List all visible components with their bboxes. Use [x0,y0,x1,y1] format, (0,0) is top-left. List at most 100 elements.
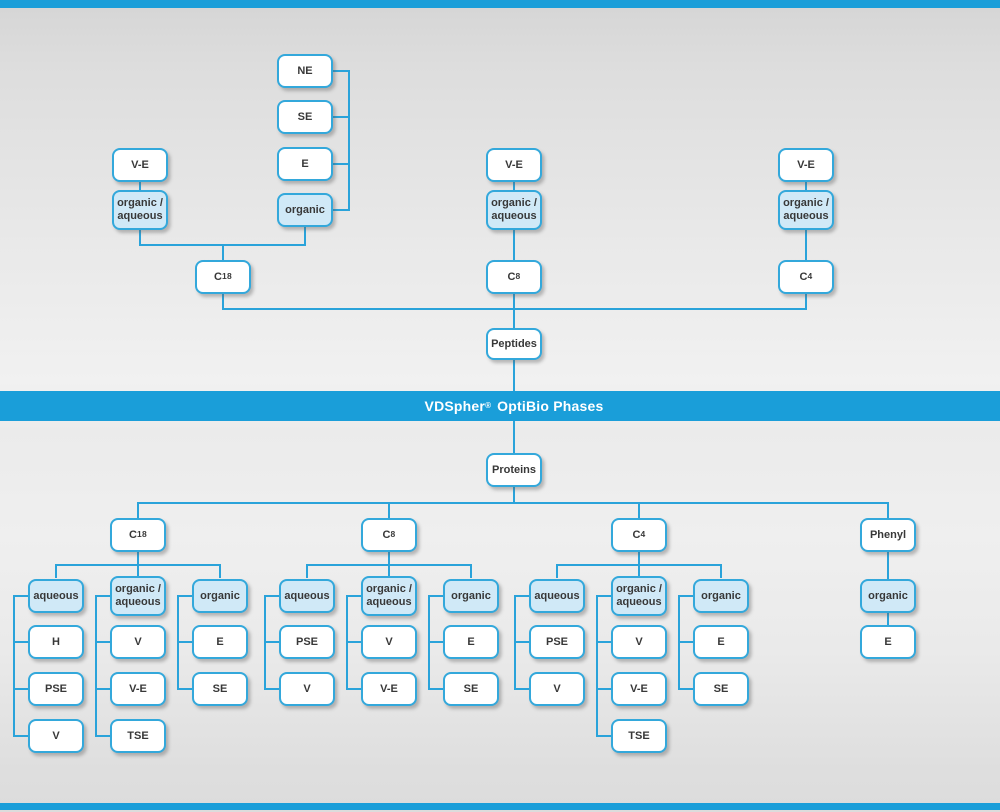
connector [219,564,221,578]
connector [264,641,279,643]
connector [95,595,110,597]
connector [177,688,192,690]
connector [13,595,28,597]
connector [13,641,28,643]
node-c18-organic-e: E [192,625,248,659]
connector [470,564,472,578]
connector [596,688,611,690]
connector [805,294,807,310]
connector [264,688,279,690]
node-c4-aqueous: aqueous [529,579,585,613]
connector [805,182,807,190]
connector [264,595,279,597]
node-c18-orgaq-ve: V-E [110,672,166,706]
connector [13,688,28,690]
connector [222,246,224,260]
connector [333,70,350,72]
node-c18-aqueous: aqueous [28,579,84,613]
node-c8-aqueous: aqueous [279,579,335,613]
banner-title: OptiBio Phases [497,398,604,414]
node-c8-aqueous-v: V [279,672,335,706]
connector [137,552,139,566]
connector [596,595,611,597]
top-accent-bar [0,0,1000,8]
connector [137,502,889,504]
connector [388,502,390,518]
connector [388,552,390,566]
node-c8-orgaq-ve: V-E [361,672,417,706]
connector [137,564,139,578]
connector [346,688,361,690]
column-number: 8 [515,271,521,282]
connector [887,502,889,518]
connector [333,209,350,211]
node-c4-orgaq-ve: V-E [611,672,667,706]
connector [346,595,361,597]
connector [95,595,97,737]
connector [333,163,350,165]
connector [596,735,611,737]
connector [678,595,693,597]
column-number: 4 [640,529,646,540]
node-c18-aqueous-pse: PSE [28,672,84,706]
brand-name: VDSpher [424,398,486,414]
node-c18-orgaq-v: V [110,625,166,659]
column-letter: C [507,270,516,283]
connector [346,641,361,643]
connector [720,564,722,578]
column-number: 18 [136,529,147,540]
column-letter: C [382,528,391,541]
column-letter: C [128,528,137,541]
node-c4-organic: organic [693,579,749,613]
node-c8-organic-aqueous: organic / aqueous [361,576,417,616]
connector [678,688,693,690]
node-c4-organic-e: E [693,625,749,659]
connector [388,564,390,578]
connector [428,595,443,597]
connector [95,735,110,737]
connector [137,502,139,518]
node-c8-organic: organic [443,579,499,613]
connector [638,564,640,578]
connector [805,230,807,260]
connector [514,688,529,690]
node-c4-organic-se: SE [693,672,749,706]
connector [428,641,443,643]
connector [177,641,192,643]
column-number: 18 [221,271,232,282]
node-phenyl-organic: organic [860,579,916,613]
node-c8-organic-se: SE [443,672,499,706]
node-organic-peptides: organic [277,193,333,227]
connector [513,294,515,328]
column-number: 4 [807,271,813,282]
node-proteins: Proteins [486,453,542,487]
node-c8-orgaq-v: V [361,625,417,659]
connector [513,421,515,453]
connector [139,182,141,190]
connector [428,688,443,690]
connector [514,595,529,597]
column-letter: C [799,270,808,283]
column-number: 8 [390,529,396,540]
node-ve-c18-peptides: V-E [112,148,168,182]
node-c8-aqueous-pse: PSE [279,625,335,659]
node-c8-organic-e: E [443,625,499,659]
node-phenyl-proteins: Phenyl [860,518,916,552]
connector [887,552,889,579]
connector [513,230,515,260]
connector [222,294,224,310]
node-peptides: Peptides [486,328,542,360]
node-c4-organic-aqueous: organic / aqueous [611,576,667,616]
node-c18-aqueous-v: V [28,719,84,753]
bottom-accent-bar [0,803,1000,810]
connector [139,230,141,246]
connector [304,227,306,246]
node-c4-orgaq-tse: TSE [611,719,667,753]
connector [556,564,558,578]
